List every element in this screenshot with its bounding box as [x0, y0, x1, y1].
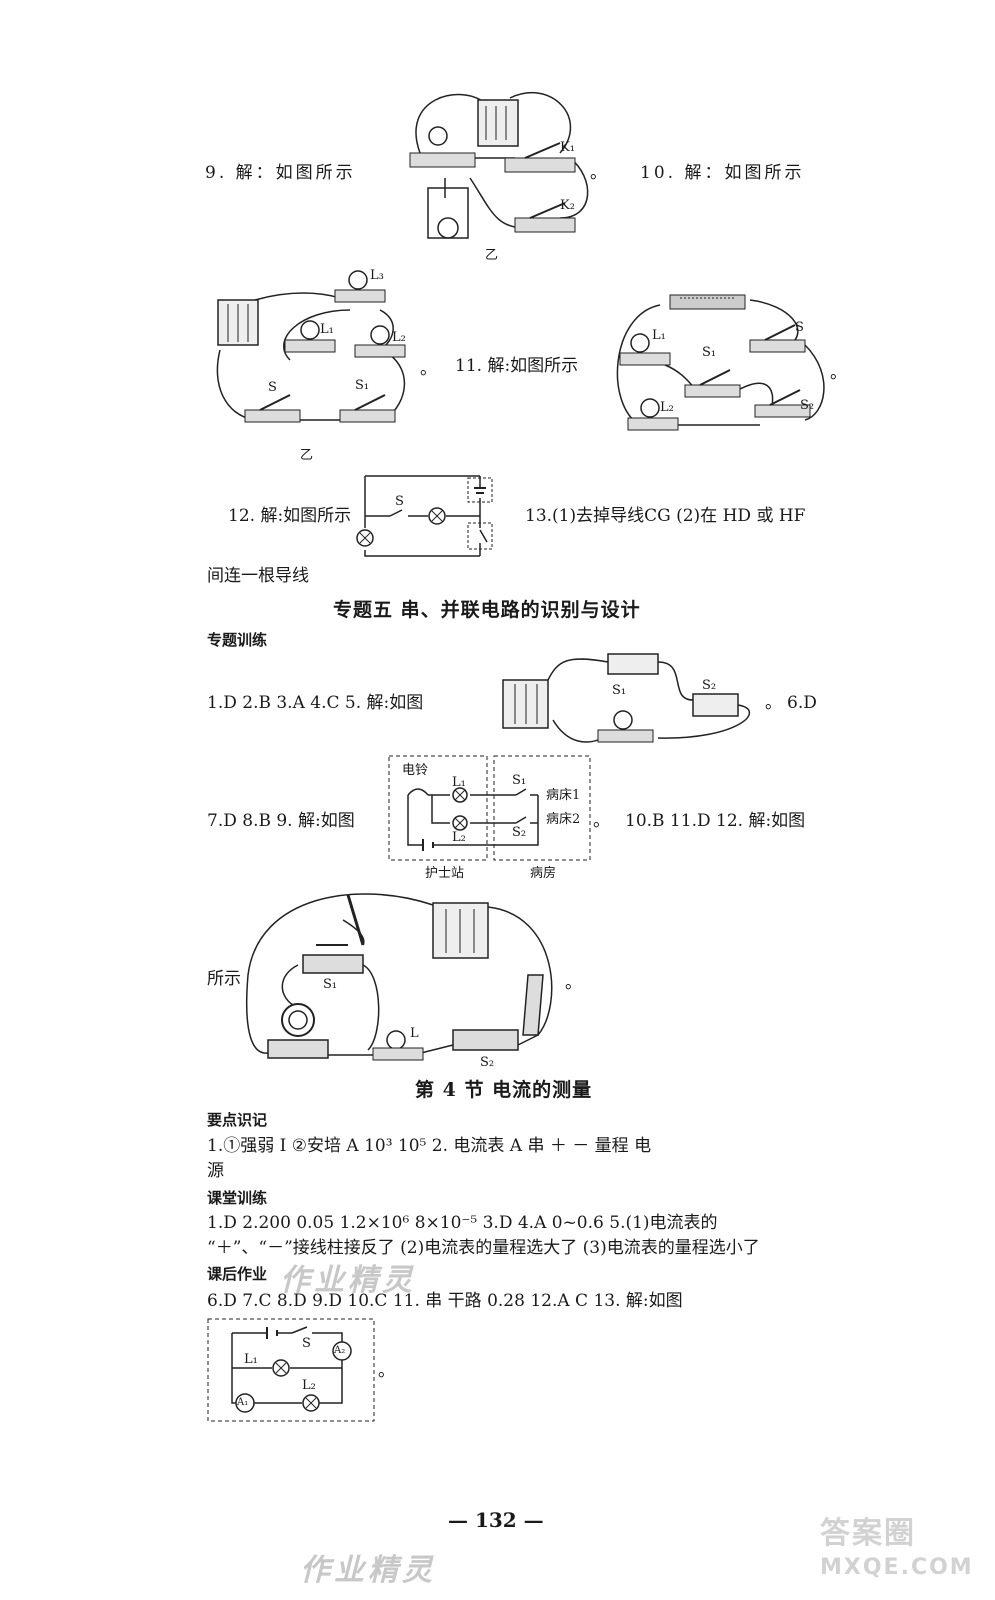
fig9-label-k1: K₁ [560, 140, 575, 155]
hw13-label-s: S [302, 1336, 311, 1351]
subheading-class-training: 课堂训练 [207, 1189, 268, 1207]
answer-q13: 13.(1)去掉导线CG (2)在 HD 或 HF [525, 506, 806, 526]
subheading-topic-training: 专题训练 [207, 631, 268, 649]
site-logo-url: MXQE.COM [820, 1555, 974, 1580]
hw13-label-a1: A₁ [237, 1397, 249, 1408]
figure-q11-circuit [610, 285, 830, 445]
figure-topic5-q5 [498, 650, 763, 750]
nurse-fig-label-s2: S₂ [512, 825, 527, 840]
answer-q10: 10. 解：如图所示 [640, 163, 805, 183]
homework-line1: 6.D 7.C 8.D 9.D 10.C 11. 串 干路 0.28 12.A … [207, 1291, 683, 1311]
watermark-middle: 作业精灵 [280, 1263, 416, 1298]
topic5-answers-line2: 7.D 8.B 9. 解:如图 [207, 811, 355, 831]
fig11-label-s2: S₂ [800, 398, 815, 413]
answer-q9: 9. 解：如图所示 [205, 163, 356, 183]
answer-q13-continued: 间连一根导线 [207, 566, 309, 586]
answer-q11-end: 。 [830, 363, 847, 383]
topic5-answer-q6: 6.D [787, 693, 817, 713]
answer-q11: 11. 解:如图所示 [455, 356, 579, 376]
figure-q12-schematic [350, 468, 510, 560]
figure-homework-q13-schematic [207, 1318, 377, 1424]
fig10-label-l1: L₁ [320, 322, 334, 337]
figure-q9-circuit [400, 78, 600, 258]
subheading-key-points: 要点识记 [207, 1111, 268, 1129]
fig10-label-s: S [268, 380, 277, 395]
page-number: — 132 — [448, 1508, 544, 1532]
topic5-q12-label-s1: S₁ [323, 977, 338, 992]
topic5-answers-line1-end: 。 [765, 693, 782, 713]
site-logo-text: 答案圈 [820, 1516, 916, 1551]
topic5-q12-continued: 所示 [207, 969, 241, 989]
subheading-homework: 课后作业 [207, 1265, 268, 1283]
class-training-line2: “＋”、“－”接线柱接反了 (2)电流表的量程选大了 (3)电流表的量程选小了 [207, 1238, 760, 1258]
figure-topic5-q9-nurse-call [388, 755, 593, 865]
key-points-line1: 1.①强弱 I ②安培 A 10³ 10⁵ 2. 电流表 A 串 ＋ － 量程 … [207, 1136, 652, 1156]
nurse-fig-caption-ward: 病房 [530, 866, 557, 881]
fig11-label-s1: S₁ [702, 345, 717, 360]
hw13-label-a2: A₂ [334, 1345, 346, 1356]
fig10-label-l3: L₃ [370, 268, 384, 283]
answer-q10-end: 。 [420, 359, 437, 379]
topic5-answers-line2-end: 。 [593, 811, 610, 831]
topic5-answers-line2-b: 10.B 11.D 12. 解:如图 [625, 811, 806, 831]
topic5-q12-end: 。 [565, 973, 582, 993]
topic5-fig-label-s1: S₁ [612, 683, 627, 698]
class-training-line1: 1.D 2.200 0.05 1.2×10⁶ 8×10⁻⁵ 3.D 4.A 0~… [207, 1213, 718, 1233]
section-title-section4: 第 4 节 电流的测量 [415, 1079, 593, 1101]
nurse-fig-label-l1: L₁ [452, 775, 466, 790]
fig12-label-s: S [395, 494, 404, 509]
fig9-caption-yi: 乙 [485, 248, 499, 263]
fig10-label-l2: L₂ [392, 330, 406, 345]
fig9-label-k2: K₂ [560, 198, 575, 213]
topic5-answers-line1: 1.D 2.B 3.A 4.C 5. 解:如图 [207, 693, 424, 713]
hw13-label-l1: L₁ [244, 1352, 258, 1367]
nurse-fig-label-bell: 电铃 [402, 763, 429, 778]
nurse-fig-label-s1: S₁ [512, 773, 527, 788]
fig10-caption-yi: 乙 [300, 448, 314, 463]
fig11-label-l1: L₁ [652, 328, 666, 343]
key-points-line2: 源 [207, 1161, 224, 1181]
topic5-q12-label-l: L [410, 1026, 419, 1041]
nurse-fig-caption-station: 护士站 [425, 866, 465, 881]
nurse-fig-label-bed1: 病床1 [546, 788, 581, 803]
watermark-bottom: 作业精灵 [300, 1553, 436, 1588]
fig11-label-l2: L₂ [660, 400, 674, 415]
homework-q13-end: 。 [378, 1361, 395, 1381]
section-title-topic5: 专题五 串、并联电路的识别与设计 [333, 599, 641, 621]
figure-q10-circuit [210, 270, 420, 450]
topic5-q12-label-s2: S₂ [480, 1055, 495, 1070]
hw13-label-l2: L₂ [302, 1378, 316, 1393]
fig11-label-s: S [795, 320, 804, 335]
answer-q12: 12. 解:如图所示 [228, 506, 352, 526]
nurse-fig-label-l2: L₂ [452, 830, 466, 845]
topic5-fig-label-s2: S₂ [702, 678, 717, 693]
fig10-label-s1: S₁ [355, 378, 370, 393]
answer-q9-end: 。 [590, 163, 607, 183]
nurse-fig-label-bed2: 病床2 [546, 812, 581, 827]
figure-topic5-q12-circuit [238, 885, 563, 1070]
